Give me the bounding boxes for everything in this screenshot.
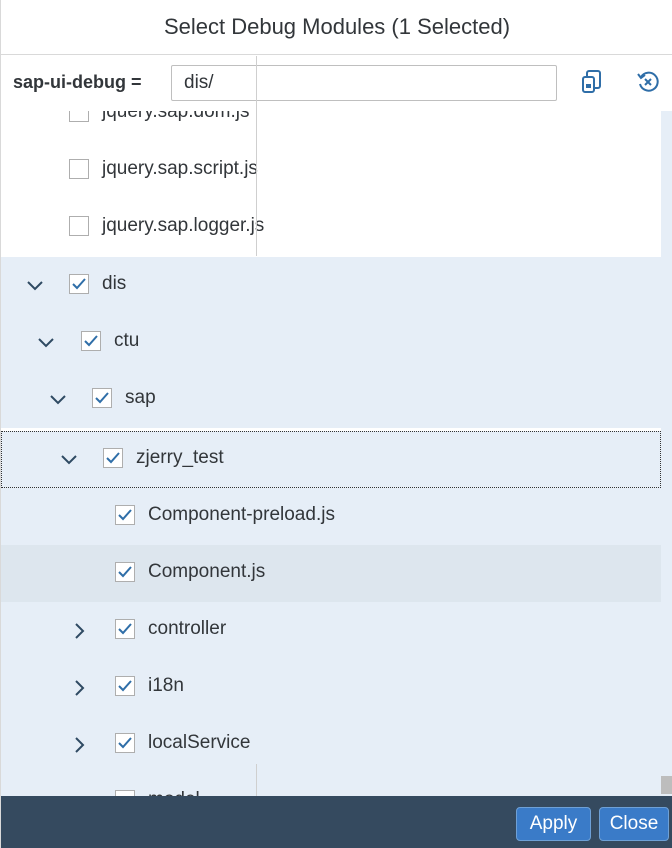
- debug-param-label: sap-ui-debug =: [13, 72, 142, 92]
- tree-row-model[interactable]: model: [1, 773, 661, 796]
- tree-row-dis[interactable]: dis: [1, 257, 661, 314]
- reset-button[interactable]: [632, 68, 664, 100]
- tree-checkbox[interactable]: [115, 619, 135, 639]
- tree-row-label: Component.js: [148, 561, 266, 582]
- chevron-down-icon[interactable]: [35, 332, 57, 354]
- tree-row-sap[interactable]: sap: [1, 371, 661, 428]
- tree-row-label: jquery.sap.script.js: [102, 158, 258, 179]
- tree-row-ctu[interactable]: ctu: [1, 314, 661, 371]
- tree-checkbox[interactable]: [69, 111, 89, 122]
- chevron-down-icon[interactable]: [24, 275, 46, 297]
- tree-row-component[interactable]: Component.js: [1, 545, 661, 602]
- tree-checkbox[interactable]: [103, 448, 123, 468]
- tree-row-label: model: [148, 789, 200, 796]
- copy-icon: [580, 69, 604, 100]
- apply-button[interactable]: Apply: [516, 807, 591, 841]
- tree-row-zjerry-test[interactable]: zjerry_test: [1, 431, 661, 488]
- tree-checkbox[interactable]: [115, 505, 135, 525]
- dialog-title: Select Debug Modules (1 Selected): [163, 14, 511, 39]
- debug-param-input[interactable]: dis/: [171, 65, 557, 101]
- tree-checkbox[interactable]: [92, 388, 112, 408]
- chevron-down-icon[interactable]: [47, 389, 69, 411]
- reset-icon: [636, 70, 660, 99]
- tree-row-label: jquery.sap.logger.js: [102, 215, 265, 236]
- chevron-right-icon[interactable]: [69, 620, 91, 642]
- scrollbar-thumb[interactable]: [661, 776, 672, 794]
- module-tree: jquery.sap.dom.js jquery.sap.script.js j…: [1, 111, 661, 796]
- tree-row-label: sap: [125, 387, 156, 408]
- tree-checkbox[interactable]: [115, 733, 135, 753]
- tree-row-jquery-sap-script[interactable]: jquery.sap.script.js: [1, 142, 661, 199]
- tree-checkbox[interactable]: [81, 331, 101, 351]
- dialog-header: Select Debug Modules (1 Selected): [1, 0, 672, 55]
- divider-line: [256, 56, 257, 256]
- tree-row-label: jquery.sap.dom.js: [102, 111, 250, 122]
- close-button[interactable]: Close: [599, 807, 669, 841]
- tree-row-localservice[interactable]: localService: [1, 716, 661, 773]
- tree-row-label: ctu: [114, 330, 140, 351]
- chevron-right-icon[interactable]: [69, 734, 91, 756]
- tree-row-component-preload[interactable]: Component-preload.js: [1, 488, 661, 545]
- chevron-down-icon[interactable]: [58, 449, 80, 471]
- tree-row-label: Component-preload.js: [148, 504, 335, 525]
- tree-checkbox[interactable]: [115, 790, 135, 796]
- tree-checkbox[interactable]: [115, 562, 135, 582]
- chevron-right-icon[interactable]: [69, 677, 91, 699]
- tree-row-label: dis: [102, 273, 127, 294]
- copy-button[interactable]: [576, 68, 608, 100]
- tree-row-label: controller: [148, 618, 227, 639]
- tree-row-jquery-sap-logger[interactable]: jquery.sap.logger.js: [1, 199, 661, 256]
- tree-row-jquery-sap-dom[interactable]: jquery.sap.dom.js: [1, 111, 661, 142]
- tree-checkbox[interactable]: [115, 676, 135, 696]
- tree-row-i18n[interactable]: i18n: [1, 659, 661, 716]
- tree-row-controller[interactable]: controller: [1, 602, 661, 659]
- tree-checkbox[interactable]: [69, 159, 89, 179]
- tree-checkbox[interactable]: [69, 216, 89, 236]
- tree-row-label: localService: [148, 732, 251, 753]
- tree-row-label: zjerry_test: [136, 447, 224, 468]
- tree-scrollbar[interactable]: [661, 111, 672, 796]
- tree-row-label: i18n: [148, 675, 184, 696]
- tree-checkbox[interactable]: [69, 274, 89, 294]
